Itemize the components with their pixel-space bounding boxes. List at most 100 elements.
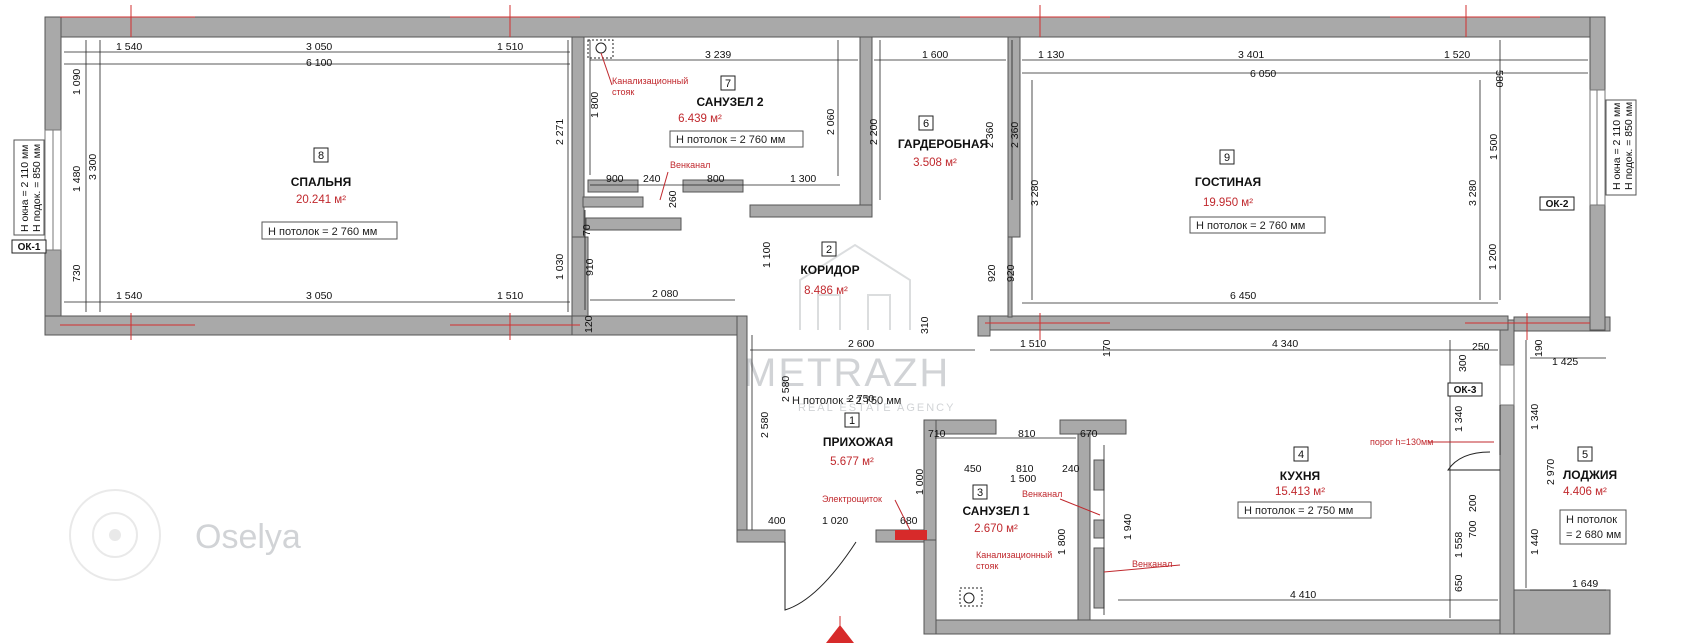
room-bathroom-2: 7 САНУЗЕЛ 2 6.439 м² Н потолок = 2 760 м… xyxy=(669,75,804,148)
room-number: 3 xyxy=(977,487,983,499)
dim-text: 2 200 xyxy=(868,119,880,145)
window-tag-ok2: ОК-2 xyxy=(1546,199,1569,210)
room-area: 6.439 м² xyxy=(678,113,722,125)
room-name: САНУЗЕЛ 2 xyxy=(696,95,763,109)
room-name: КУХНЯ xyxy=(1280,469,1320,483)
room-area: 5.677 м² xyxy=(830,456,874,468)
dim-text: 1 130 xyxy=(1038,49,1064,61)
room-area: 3.508 м² xyxy=(913,157,957,169)
dim-text: 2 970 xyxy=(1545,459,1557,485)
room-area: 19.950 м² xyxy=(1203,197,1253,209)
dim-text: 700 xyxy=(1467,520,1479,538)
dim-text: 3 050 xyxy=(306,290,332,302)
dim-text: 4 340 xyxy=(1272,338,1298,350)
dim-text: 680 xyxy=(900,515,918,527)
dim-text: 1 500 xyxy=(1488,134,1500,160)
watermark-oselya: Oselya xyxy=(195,518,301,556)
dim-text: 910 xyxy=(584,258,596,276)
dim-text: 800 xyxy=(707,173,725,185)
watermark-sub: REAL ESTATE AGENCY xyxy=(798,402,955,414)
room-number: 5 xyxy=(1582,449,1588,461)
room-kitchen: 4 КУХНЯ 15.413 м² Н потолок = 2 750 мм xyxy=(1237,446,1372,519)
dim-text: 170 xyxy=(1101,339,1113,357)
window-tag-ok1: ОК-1 xyxy=(18,242,41,253)
dim-text: 240 xyxy=(1062,463,1080,475)
room-name: СПАЛЬНЯ xyxy=(291,175,351,189)
room-ceiling-line1: Н потолок xyxy=(1566,514,1617,526)
dim-text: 2 750 xyxy=(848,393,874,405)
window-sill-ok2: Н подок. = 850 мм xyxy=(1623,102,1635,190)
window-tags: ОК-1 ОК-2 ОК-3 Н окна = 2 110 мм Н подок… xyxy=(11,99,1637,397)
dim-text: 310 xyxy=(919,316,931,334)
dim-text: 3 401 xyxy=(1238,49,1264,61)
dim-text: 2 271 xyxy=(554,119,566,145)
entrance-door xyxy=(784,541,857,611)
dim-text: 1 300 xyxy=(790,173,816,185)
room-number: 2 xyxy=(826,244,832,256)
note-porog: порог h=130мм xyxy=(1370,437,1433,447)
note-venkanal-kitchen: Венканал xyxy=(1132,559,1172,569)
room-name: ПРИХОЖАЯ xyxy=(823,435,893,449)
dim-text: 300 xyxy=(1457,354,1469,372)
dim-text: 2 360 xyxy=(984,122,996,148)
dim-text: 1 340 xyxy=(1453,406,1465,432)
dim-text: 2 060 xyxy=(825,109,837,135)
dim-text: 3 280 xyxy=(1467,180,1479,206)
dim-text: 1 020 xyxy=(822,515,848,527)
dim-text: 260 xyxy=(667,190,679,208)
room-name: КОРИДОР xyxy=(800,263,859,277)
dim-text: 120 xyxy=(583,315,595,333)
dim-text: 900 xyxy=(606,173,624,185)
dim-text: 6 450 xyxy=(1230,290,1256,302)
dim-text: 1 000 xyxy=(914,469,926,495)
room-bedroom: 8 СПАЛЬНЯ 20.241 м² Н потолок = 2 760 мм xyxy=(261,147,398,240)
dim-text: 1 425 xyxy=(1552,356,1578,368)
dim-text: 2 600 xyxy=(848,338,874,350)
dim-text: 1 510 xyxy=(1020,338,1046,350)
walls xyxy=(44,16,1611,635)
note-stoyak-s1-2: стояк xyxy=(976,561,998,571)
dim-text: 1 649 xyxy=(1572,578,1598,590)
room-wardrobe: 6 ГАРДЕРОБНАЯ 3.508 м² xyxy=(898,115,988,169)
room-ceiling: Н потолок = 2 750 мм xyxy=(1244,505,1353,517)
room-name: ГАРДЕРОБНАЯ xyxy=(898,137,988,151)
dim-text: 190 xyxy=(1533,339,1545,357)
window-sill-ok1: Н подок. = 850 мм xyxy=(31,144,43,232)
room-number: 1 xyxy=(849,415,855,427)
dim-text: 1 800 xyxy=(589,92,601,118)
axis-marks xyxy=(60,5,1590,643)
dim-text: 2 580 xyxy=(780,376,792,402)
house-logo-icon xyxy=(799,243,911,330)
dim-text: 1 500 xyxy=(1010,473,1036,485)
dim-text: 250 xyxy=(1472,341,1490,353)
room-area: 8.486 м² xyxy=(804,285,848,297)
dim-text: 710 xyxy=(928,428,946,440)
room-area: 4.406 м² xyxy=(1563,486,1607,498)
dim-text: 1 480 xyxy=(71,166,83,192)
room-area: 15.413 м² xyxy=(1275,486,1325,498)
dim-text: 920 xyxy=(986,264,998,282)
notes: Канализационный стояк Венканал Венканал … xyxy=(600,52,1494,573)
dimension-texts: 1 540 3 050 1 510 6 100 3 239 1 600 1 13… xyxy=(71,41,1598,601)
dim-text: 1 090 xyxy=(71,69,83,95)
window-tag-ok3: ОК-3 xyxy=(1454,385,1477,396)
dim-text: 6 050 xyxy=(1250,68,1276,80)
room-number: 8 xyxy=(318,150,324,162)
note-stoyak-top-2: стояк xyxy=(612,87,634,97)
room-name: САНУЗЕЛ 1 xyxy=(962,504,1029,518)
elektroshitok-box xyxy=(895,530,927,540)
dim-text: 240 xyxy=(643,173,661,185)
note-venkanal-s1: Венканал xyxy=(1022,489,1062,499)
room-ceiling-line2: = 2 680 мм xyxy=(1566,529,1621,541)
dim-text: 1 510 xyxy=(497,41,523,53)
room-name: ГОСТИНАЯ xyxy=(1195,175,1261,189)
dim-text: 1 030 xyxy=(554,254,566,280)
dim-text: 1 600 xyxy=(922,49,948,61)
room-number: 6 xyxy=(923,118,929,130)
dim-text: 2 080 xyxy=(652,288,678,300)
dim-text: 3 280 xyxy=(1029,180,1041,206)
dim-text: 670 xyxy=(1080,428,1098,440)
dimension-lines xyxy=(64,40,1606,618)
dim-text: 650 xyxy=(1453,574,1465,592)
doors xyxy=(784,405,1501,643)
